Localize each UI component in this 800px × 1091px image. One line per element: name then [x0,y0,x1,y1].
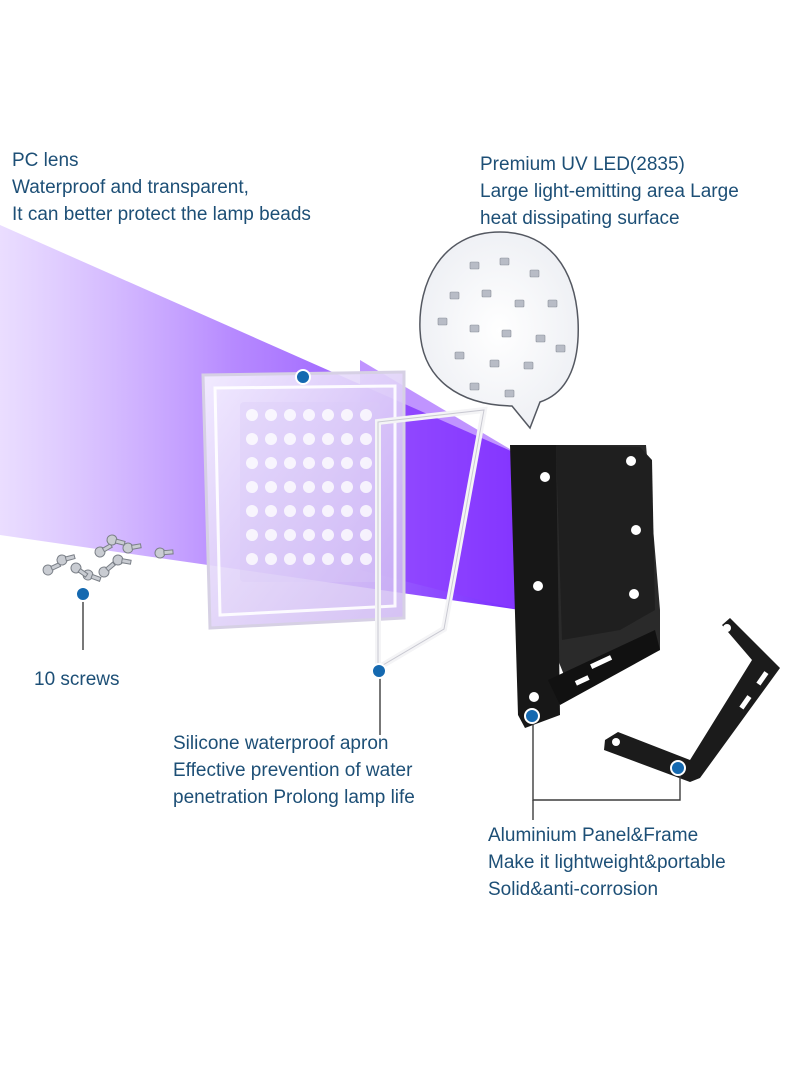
lens-bead [265,481,277,493]
aluminium-line-2: Make it lightweight&portable [488,852,726,873]
lens-bead [322,505,334,517]
pc-lens-line-3: It can better protect the lamp beads [12,204,311,225]
led-zoom-bubble [419,231,579,430]
lens-bead [360,457,372,469]
aluminium-annotation: Aluminium Panel&Frame Make it lightweigh… [488,822,726,903]
premium-led-annotation: Premium UV LED(2835) Large light-emittin… [480,151,739,232]
lens-bead [303,529,315,541]
pc-lens-line-2: Waterproof and transparent, [12,177,249,198]
lens-bead [246,457,258,469]
bracket-marker-dot [670,760,686,776]
aluminium-line-3: Solid&anti-corrosion [488,879,659,900]
lens-bead [303,553,315,565]
led-chip [555,344,566,353]
lens-bead [246,409,258,421]
lens-bead [246,433,258,445]
led-chip [449,291,460,300]
lens-bead [341,553,353,565]
silicone-line-3: penetration Prolong lamp life [173,787,415,808]
premium-led-line-3: heat dissipating surface [480,208,680,229]
lens-bead [284,457,296,469]
lens-bead [246,553,258,565]
led-chip [535,334,546,343]
lens-bead [265,433,277,445]
lens-bead [246,505,258,517]
screws-title: 10 screws [34,669,120,690]
premium-led-line-2: Large light-emitting area Large [480,181,739,202]
lens-bead [360,409,372,421]
lens-bead [341,481,353,493]
lens-bead [284,481,296,493]
lens-bead [284,433,296,445]
led-chip [469,324,480,333]
lens-bead [284,529,296,541]
pc-lens-marker-dot [295,369,311,385]
lens-bead [284,409,296,421]
lens-bead [341,505,353,517]
lens-bead [265,505,277,517]
led-chip [481,289,492,298]
led-chip [469,382,480,391]
lens-bead [322,433,334,445]
lens-bead [265,553,277,565]
lens-bead [360,529,372,541]
aluminium-title: Aluminium Panel&Frame [488,825,699,846]
lens-bead [360,505,372,517]
marker-dots [75,369,686,776]
led-chip [501,329,512,338]
silicone-annotation: Silicone waterproof apron Effective prev… [173,730,415,811]
lens-bead [265,409,277,421]
lens-bead [360,433,372,445]
led-chip [469,261,480,270]
lens-bead [322,481,334,493]
pc-lens-title: PC lens [12,150,79,171]
lens-bead [341,529,353,541]
lens-bead [341,457,353,469]
led-chip [437,317,448,326]
apron-marker-dot [371,663,387,679]
lens-bead [303,505,315,517]
lens-bead [322,529,334,541]
leader-lines [82,595,681,820]
led-chip [489,359,500,368]
panel-marker-dot [524,708,540,724]
screws-annotation: 10 screws [34,666,120,693]
lens-bead [265,457,277,469]
lens-bead [303,433,315,445]
pc-lens-panel [201,370,406,630]
screws-marker-dot [75,586,91,602]
lens-bead [265,529,277,541]
lens-bead [360,553,372,565]
mounting-bracket [604,618,780,782]
led-chip [547,299,558,308]
lens-bead [246,529,258,541]
lens-bead [303,481,315,493]
lens-bead [322,457,334,469]
led-chip [523,361,534,370]
lens-bead [246,481,258,493]
led-chip [499,257,510,266]
led-chip [529,269,540,278]
led-chip [504,389,515,398]
silicone-title: Silicone waterproof apron [173,733,389,754]
lens-bead [360,481,372,493]
lens-bead [303,409,315,421]
lens-bead [341,409,353,421]
lens-bead [303,457,315,469]
screws-group [42,534,174,582]
pc-lens-annotation: PC lens Waterproof and transparent, It c… [12,147,311,228]
premium-led-title: Premium UV LED(2835) [480,154,685,175]
led-chip [514,299,525,308]
silicone-line-2: Effective prevention of water [173,760,413,781]
lens-bead [341,433,353,445]
lens-bead [322,409,334,421]
lens-bead [284,505,296,517]
led-chip [454,351,465,360]
lens-bead [322,553,334,565]
lens-bead [284,553,296,565]
aluminium-housing [510,445,660,728]
